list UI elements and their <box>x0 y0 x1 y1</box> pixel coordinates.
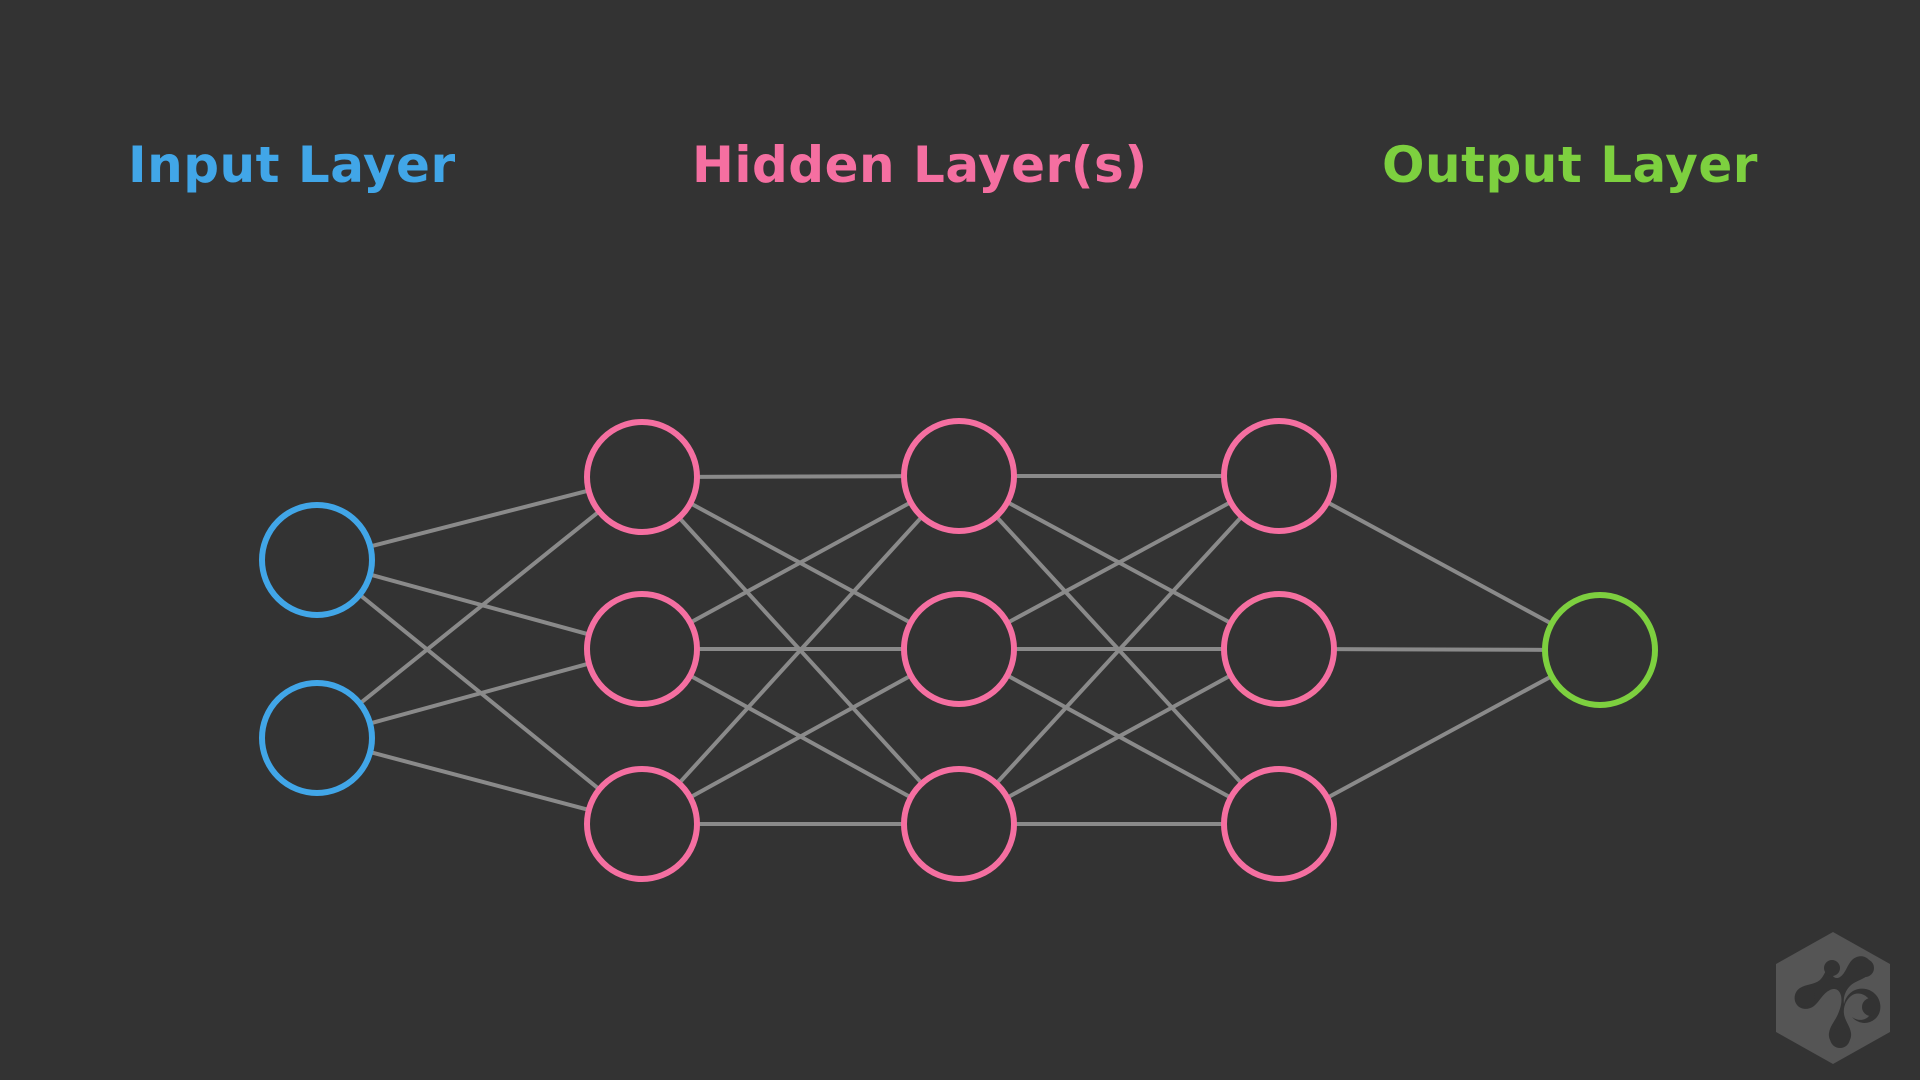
connection-line <box>688 673 913 800</box>
connection-line <box>1005 673 1233 800</box>
connection-line <box>368 572 591 637</box>
neuron-node-h3-2 <box>1221 591 1337 707</box>
hidden-layer-label: Hidden Layer(s) <box>692 136 1148 194</box>
connection-line <box>1325 674 1554 800</box>
connection-line <box>1005 500 1233 625</box>
neuron-node-i2 <box>259 680 375 796</box>
connection-line <box>368 750 591 812</box>
connection-line <box>694 474 907 479</box>
neuron-nodes-group <box>259 418 1658 882</box>
connection-lines-group <box>357 474 1554 826</box>
output-layer-label: Output Layer <box>1382 136 1758 194</box>
neuron-node-i1 <box>259 502 375 618</box>
connection-line <box>357 509 602 706</box>
connection-line <box>368 661 591 726</box>
neuron-node-h1-3 <box>584 766 700 882</box>
neuron-node-h2-3 <box>901 766 1017 882</box>
neuron-node-h3-3 <box>1221 766 1337 882</box>
connection-line <box>1331 647 1548 652</box>
neuron-node-h2-1 <box>901 418 1017 534</box>
hexagon-neuron-logo-icon <box>1776 932 1890 1064</box>
neuron-node-o1 <box>1542 592 1658 708</box>
connection-line <box>1325 500 1554 626</box>
connection-line <box>677 514 924 786</box>
neuron-node-h3-1 <box>1221 418 1337 534</box>
neuron-node-h2-2 <box>901 591 1017 707</box>
input-layer-label: Input Layer <box>128 136 456 194</box>
neuron-node-h1-1 <box>584 419 700 535</box>
connection-line <box>368 488 591 549</box>
connection-line <box>688 500 913 625</box>
connection-line <box>994 514 1244 786</box>
neuron-node-h1-2 <box>584 591 700 707</box>
